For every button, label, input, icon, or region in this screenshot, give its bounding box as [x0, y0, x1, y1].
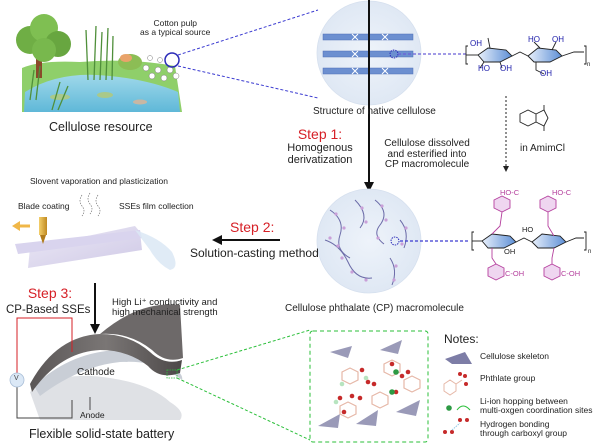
flexible-battery-illustration — [9, 304, 183, 420]
native-oh-label-1: OH — [470, 39, 482, 48]
native-oh-label-2: OH — [500, 64, 512, 73]
notes-title: Notes: — [444, 332, 479, 346]
step1-note: Cellulose dissolved and esterified into … — [384, 138, 470, 170]
step3-title: Step 3: — [27, 285, 73, 301]
film-collection-label: SSEs film collection — [119, 201, 194, 211]
molecular-detail-box — [309, 330, 429, 443]
cellulose-resource-caption: Cellulose resource — [49, 120, 153, 134]
phthalate-group-icon — [443, 372, 468, 396]
note-item-cellulose-skeleton: Cellulose skeleton — [480, 351, 549, 361]
battery-caption: Flexible solid-state battery — [29, 427, 175, 441]
step1-title: Step 1: — [297, 126, 343, 142]
native-cellulose-caption: Structure of native cellulose — [313, 106, 436, 117]
native-cellulose-structure — [465, 37, 587, 75]
voltmeter-label: V — [14, 375, 19, 382]
step3-note: High Li⁺ conductivity and high mechanica… — [112, 297, 218, 318]
cp-acid-label-2: HO-C — [552, 188, 572, 197]
blade-icon — [39, 217, 47, 235]
note-item-phthalate-group: Phthlate group — [480, 373, 536, 383]
voltmeter-icon — [9, 372, 25, 388]
note-item-li-ion-hopping: Li-ion hopping between multi-oxgen coord… — [480, 396, 593, 415]
native-ho-label-1: HO — [478, 64, 490, 73]
cellulose-resource-illustration — [16, 14, 182, 112]
cp-acid-label-1: HO-C — [500, 188, 520, 197]
blade-coating-label: Blade coating — [18, 201, 70, 211]
cp-caption: Cellulose phthalate (CP) macromolecule — [285, 303, 464, 314]
cp-ho-label: HO — [522, 225, 534, 234]
phthalic-anhydride-structure — [519, 105, 549, 131]
native-oh-label-4: OH — [540, 69, 552, 78]
cp-n-subscript: n — [588, 249, 592, 255]
step3-subtitle: CP-Based SSEs — [6, 304, 91, 316]
native-oh-label-3: OH — [552, 35, 564, 44]
process-title: Slovent vaporation and plasticization — [30, 176, 168, 186]
cotton-highlight-circle — [164, 52, 180, 68]
reagent-label: in AmimCl — [520, 143, 566, 154]
native-ho-label-2: HO — [528, 35, 540, 44]
step2-title: Step 2: — [230, 219, 275, 235]
cp-structure — [471, 195, 587, 281]
cotton-callout: Cotton pulp as a typical source — [140, 18, 211, 37]
step2-subtitle: Solution-casting method — [190, 246, 319, 260]
anode-label: Anode — [80, 410, 105, 420]
cp-acid2-label-2: C-OH — [561, 269, 581, 278]
step1-subtitle: Homogenous derivatization — [287, 142, 353, 166]
vapor-icon — [79, 192, 101, 217]
cellulose-skeleton-icon — [445, 352, 472, 364]
hydrogen-bonding-icon — [443, 418, 469, 434]
cp-oh-label: OH — [504, 247, 516, 256]
solution-casting-illustration — [12, 192, 176, 270]
cathode-label: Cathode — [77, 367, 115, 378]
note-item-hydrogen-bonding: Hydrogen bonding through carboxyl group — [480, 419, 567, 438]
cp-acid2-label-1: C-OH — [505, 269, 525, 278]
li-ion-hopping-icon — [446, 405, 471, 411]
cp-macromolecule-chains — [316, 188, 422, 294]
native-n-subscript: n — [587, 62, 591, 68]
